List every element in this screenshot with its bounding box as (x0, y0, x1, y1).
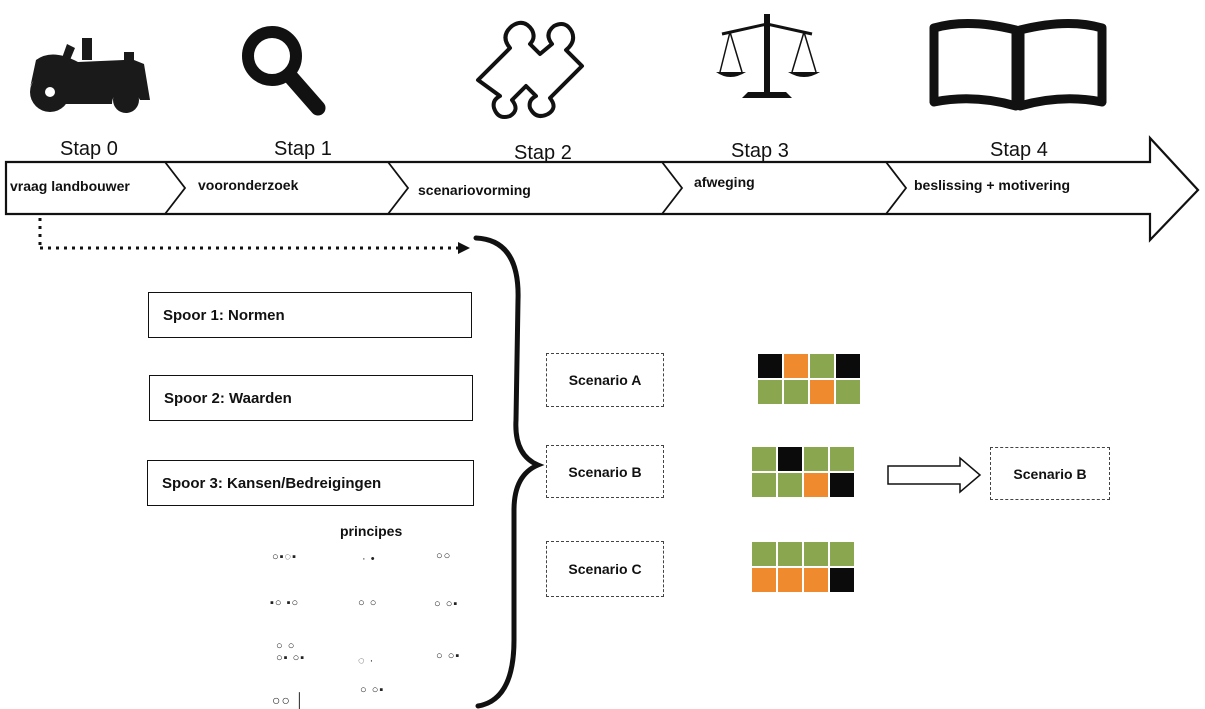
grid-cell-green (804, 542, 828, 566)
grid-cell-green (778, 542, 802, 566)
principle-glyph: ▪○ ▪○ (270, 597, 300, 609)
track-box-kansen: Spoor 3: Kansen/Bedreigingen (147, 460, 474, 506)
phase-label: vooronderzoek (198, 177, 299, 193)
grid-cell-black (758, 354, 782, 378)
phase-label: afweging (694, 174, 755, 190)
grid-cell-green (836, 380, 860, 404)
grid-cell-green (752, 447, 776, 471)
grid-cell-black (836, 354, 860, 378)
puzzle-piece-icon (476, 20, 584, 119)
step-label: Stap 4 (990, 139, 1048, 161)
grid-cell-green (784, 380, 808, 404)
magnifier-icon (242, 26, 326, 116)
result-scenario-box: Scenario B (990, 447, 1110, 500)
open-book-icon (929, 19, 1107, 111)
grid-cell-green (752, 542, 776, 566)
scenario-box-a: Scenario A (546, 353, 664, 407)
principle-glyph: ○▪◌▪ (272, 551, 297, 563)
grid-cell-orange (804, 473, 828, 497)
principle-glyph: ○ ○▪ (434, 598, 459, 610)
grid-cell-orange (752, 568, 776, 592)
grid-cell-green (778, 473, 802, 497)
grid-cell-green (830, 447, 854, 471)
grid-cell-orange (810, 380, 834, 404)
step-label: Stap 2 (514, 142, 572, 164)
phase-label: vraag landbouwer (10, 178, 130, 194)
phase-label: scenariovorming (418, 182, 531, 198)
principle-glyph: ○ ○▪ (436, 650, 461, 662)
principle-glyph: ○ ○ ○▪ ○▪ (276, 640, 306, 664)
grid-cell-orange (804, 568, 828, 592)
scenario-box-c: Scenario C (546, 541, 664, 597)
principle-glyph: ○ ○ (358, 597, 378, 609)
grid-cell-black (830, 568, 854, 592)
grid-cell-black (830, 473, 854, 497)
phase-label: beslissing + motivering (914, 177, 1070, 193)
grid-cell-green (810, 354, 834, 378)
grid-cell-orange (778, 568, 802, 592)
principle-glyph: ◌ · (358, 655, 375, 667)
principle-glyph: ○ ○▪ (360, 684, 385, 696)
grid-cell-orange (784, 354, 808, 378)
principle-glyph: · • (362, 553, 376, 565)
step-label: Stap 3 (731, 140, 789, 162)
scenario-box-b: Scenario B (546, 445, 664, 498)
scenario-grid-a (758, 354, 860, 404)
scales-icon (716, 14, 820, 98)
principes-title: principes (340, 523, 403, 539)
tractor-icon (30, 38, 150, 113)
track-box-waarden: Spoor 2: Waarden (149, 375, 473, 421)
principle-glyph: ○○ (436, 550, 452, 562)
scenario-grid-b (752, 447, 854, 497)
grid-cell-green (804, 447, 828, 471)
step-label: Stap 1 (274, 138, 332, 160)
principle-glyph: ○○ │ (272, 692, 306, 708)
grid-cell-green (758, 380, 782, 404)
grid-cell-green (752, 473, 776, 497)
grid-cell-black (778, 447, 802, 471)
grid-cell-green (830, 542, 854, 566)
scenario-grid-c (752, 542, 854, 592)
track-box-normen: Spoor 1: Normen (148, 292, 472, 338)
step-label: Stap 0 (60, 138, 118, 160)
